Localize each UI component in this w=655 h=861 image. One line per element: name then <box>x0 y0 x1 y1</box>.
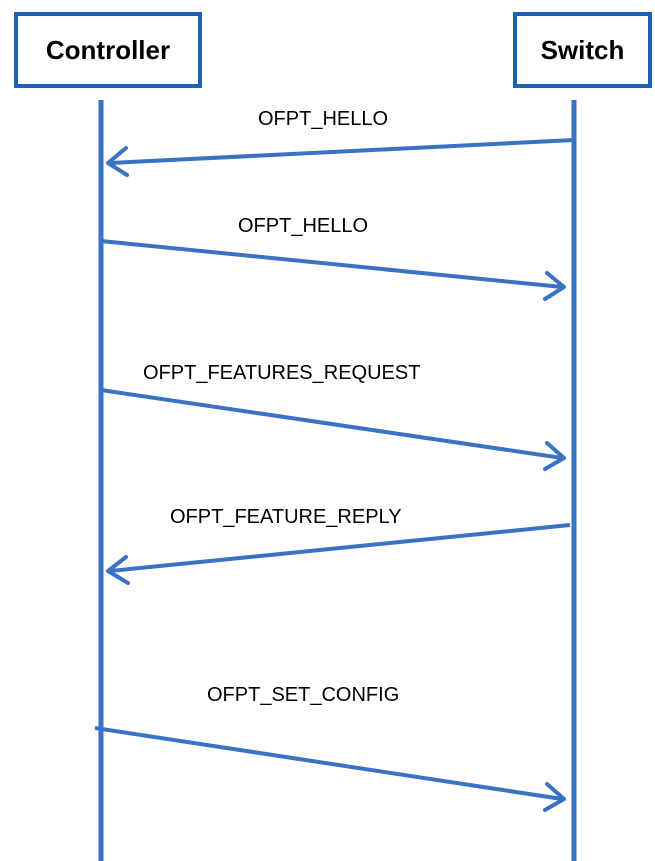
message-arrow-3 <box>100 388 566 471</box>
message-arrow-2 <box>100 239 566 301</box>
switch-label: Switch <box>540 34 625 65</box>
controller-box: Controller <box>14 12 202 88</box>
message-arrow-1 <box>106 138 575 177</box>
message-label-5: OFPT_SET_CONFIG <box>207 684 400 706</box>
message-arrow-5 <box>94 726 566 812</box>
controller-label: Controller <box>45 34 171 65</box>
switch-box: Switch <box>513 12 652 88</box>
message-arrow-4 <box>106 523 571 585</box>
message-label-4: OFPT_FEATURE_REPLY <box>170 506 402 528</box>
message-label-3: OFPT_FEATURES_REQUEST <box>143 362 421 384</box>
message-label-2: OFPT_HELLO <box>238 215 369 237</box>
message-label-1: OFPT_HELLO <box>258 108 389 130</box>
